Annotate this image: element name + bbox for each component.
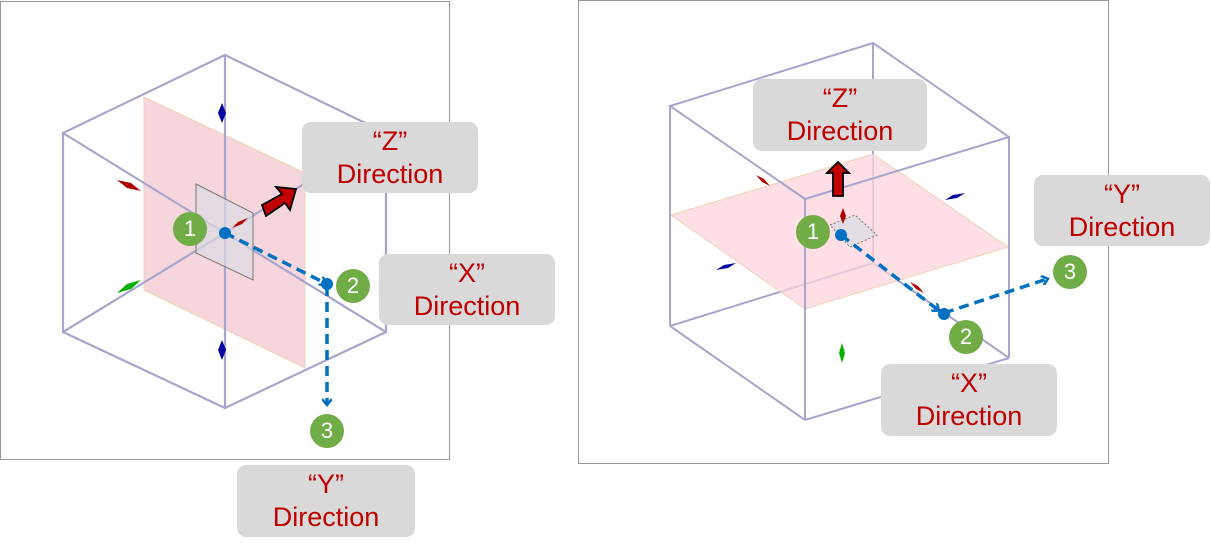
left-axis-arrows: [117, 103, 248, 360]
direction-word: Direction: [915, 401, 1023, 431]
direction-word: Direction: [786, 116, 894, 146]
red-axis-arrow-icon: [232, 218, 248, 228]
axis-name: “X”: [449, 258, 485, 288]
left-y-direction-label: “Y” Direction: [237, 465, 415, 537]
direction-word: Direction: [1068, 212, 1176, 242]
red-axis-arrow-icon: [840, 208, 846, 224]
left-x-direction-label: “X” Direction: [379, 254, 555, 325]
right-step-1-marker: 1: [796, 215, 830, 249]
left-path: [219, 227, 333, 404]
blue-axis-arrow-icon: [218, 340, 226, 360]
green-axis-arrow-icon: [839, 343, 845, 363]
axis-name: “Y”: [308, 469, 344, 499]
axis-name: “Y”: [1104, 179, 1140, 209]
right-z-direction-arrow-icon: [824, 160, 852, 197]
left-panel: [0, 1, 450, 460]
blue-axis-arrow-icon: [945, 193, 965, 200]
right-axis-arrows: [716, 175, 965, 363]
axis-name: “X”: [951, 368, 987, 398]
left-step-1-marker: 1: [173, 212, 207, 246]
blue-axis-arrow-icon: [218, 103, 226, 123]
right-x-direction-label: “X” Direction: [881, 364, 1057, 436]
left-step-3-marker: 3: [310, 414, 344, 448]
red-axis-arrow-icon: [910, 282, 924, 293]
left-z-direction-label: “Z” Direction: [302, 122, 478, 193]
direction-word: Direction: [413, 291, 521, 321]
direction-word: Direction: [272, 502, 380, 532]
blue-axis-arrow-icon: [716, 263, 736, 270]
red-axis-arrow-icon: [756, 175, 770, 186]
right-step-2-marker: 2: [949, 320, 983, 354]
axis-name: “Z”: [822, 83, 858, 113]
left-step-2-marker: 2: [336, 269, 370, 303]
right-path: [835, 229, 1047, 320]
axis-name: “Z”: [372, 126, 408, 156]
red-axis-arrow-icon: [117, 180, 141, 191]
right-step-3-marker: 3: [1053, 255, 1087, 289]
right-z-direction-label: “Z” Direction: [753, 79, 927, 151]
green-axis-arrow-icon: [117, 280, 141, 293]
right-y-direction-label: “Y” Direction: [1034, 175, 1210, 246]
direction-word: Direction: [336, 159, 444, 189]
left-z-direction-arrow-icon: [260, 185, 298, 218]
